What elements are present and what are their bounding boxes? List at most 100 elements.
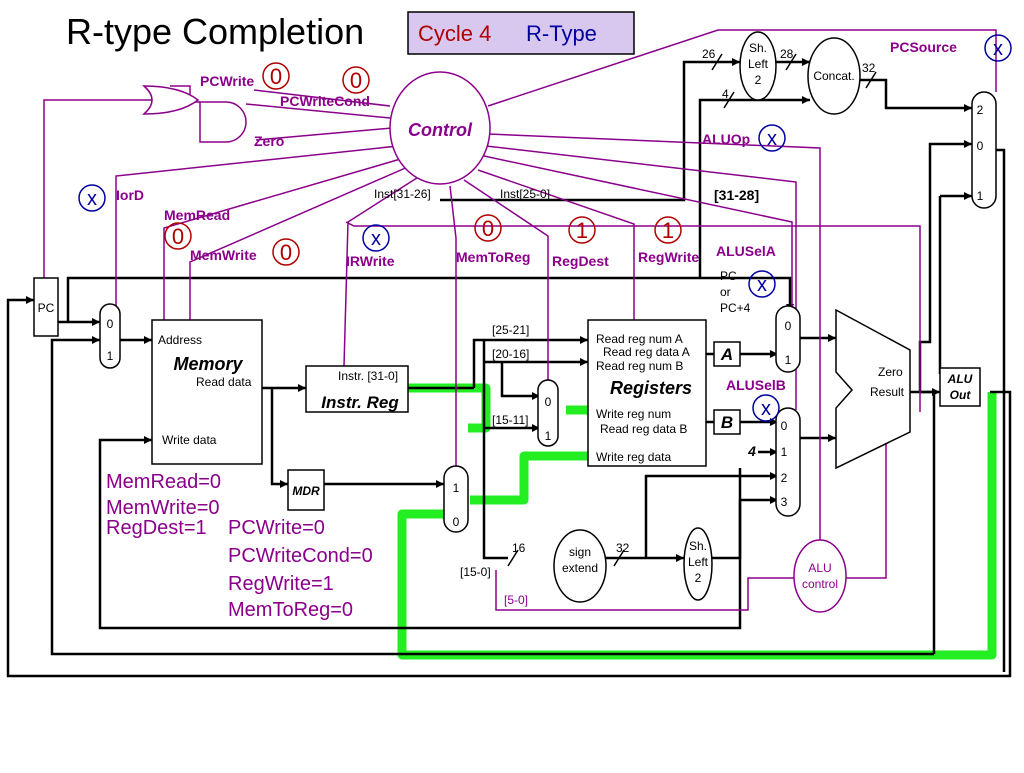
alusela-mux-in1: 1 (785, 353, 792, 367)
summary-memtoreg: MemToReg=0 (228, 599, 353, 621)
regdest-signal: RegDest (552, 253, 609, 269)
memory-read-data-label: Read data (196, 375, 252, 389)
regdest-value: 1 (576, 218, 588, 243)
reg-a-block (713, 341, 741, 367)
inst-5-0-label: [5-0] (504, 593, 528, 607)
pcwritecond-value: 0 (350, 68, 362, 93)
memwrite-signal: MemWrite (190, 247, 257, 263)
alusela-mux-in0: 0 (785, 319, 792, 333)
read-reg-data-b-label: Read reg data B (600, 422, 687, 436)
memory-address-label: Address (158, 333, 202, 347)
memory-block (151, 319, 263, 465)
width-32-top: 32 (862, 61, 876, 75)
memtoreg-mux-in0: 0 (453, 515, 460, 529)
read-reg-num-a-label: Read reg num A (596, 332, 683, 346)
value-circles (78, 34, 1012, 422)
summary-memwrite: MemWrite=0 (106, 497, 220, 519)
pcwritecond-signal: PCWriteCond (280, 93, 370, 109)
regwrite-signal: RegWrite (638, 249, 699, 265)
summary-pcwrite: PCWrite=0 (228, 517, 325, 539)
concat-label: Concat. (813, 69, 854, 83)
summary-memread: MemRead=0 (106, 471, 221, 493)
pcsource-value: x (993, 38, 1003, 60)
iord-signal: IorD (116, 187, 144, 203)
alu-zero-label: Zero (878, 365, 903, 379)
pcsource-mux-in1: 1 (977, 189, 984, 203)
reg-b-block (713, 409, 741, 435)
iord-value: x (87, 188, 97, 210)
aluop-signal: ALUOp (702, 131, 750, 147)
const-four-label: 4 (747, 443, 756, 459)
and-gate (199, 101, 247, 143)
memread-value: 0 (172, 224, 184, 249)
summary-pcwritecond: PCWriteCond=0 (228, 545, 373, 567)
aluselb-mux-in3: 3 (781, 495, 788, 509)
registers-title: Registers (610, 378, 692, 398)
inst-15-0-label: [15-0] (460, 565, 491, 579)
pc-label: PC (38, 301, 55, 315)
memwrite-value: 0 (280, 240, 292, 265)
aluselb-value: x (761, 398, 771, 420)
write-reg-data-label: Write reg data (596, 450, 671, 464)
write-reg-num-label: Write reg num (596, 407, 671, 421)
pc-or-label-2: or (720, 285, 731, 299)
sign-extend-label-1: sign (569, 545, 591, 559)
alusela-value: x (757, 274, 767, 296)
pcsource-mux (971, 91, 997, 209)
instr-reg-block (305, 365, 409, 413)
or-gate (142, 85, 200, 115)
alu-out-label-1: ALU (947, 372, 973, 386)
alusela-mux (775, 305, 801, 373)
inst-31-26-label: Inst[31-26] (374, 187, 431, 201)
shift-left-top (739, 31, 777, 101)
irwrite-value: x (371, 228, 381, 250)
control-label: Control (408, 120, 473, 140)
pcsource-signal: PCSource (890, 39, 957, 55)
cycle-box (407, 11, 635, 55)
memory-write-data-label: Write data (162, 433, 217, 447)
summary-regdest: RegDest=1 (106, 517, 207, 539)
cycle-type: R-Type (526, 21, 597, 46)
read-reg-data-a-label: Read reg data A (603, 345, 690, 359)
pc-register (33, 277, 59, 337)
inst-25-0-label: Inst[25-0] (500, 187, 550, 201)
alu-out-block (939, 367, 981, 407)
pcsource-mux-in2: 2 (977, 103, 984, 117)
width-28: 28 (780, 47, 794, 61)
memtoreg-mux (443, 465, 469, 533)
memread-signal: MemRead (164, 207, 230, 223)
aluop-value: x (767, 128, 777, 150)
memory-title: Memory (173, 354, 243, 374)
alu-control-label-1: ALU (808, 561, 831, 575)
pcsource-mux-in0: 0 (977, 139, 984, 153)
inst-15-11-label: [15-11] (492, 413, 528, 427)
aluselb-mux-in0: 0 (781, 419, 788, 433)
iord-mux-in0: 0 (107, 317, 114, 331)
width-26: 26 (702, 47, 716, 61)
inst-25-21-label: [25-21] (492, 323, 529, 337)
pc-or-label-3: PC+4 (720, 301, 751, 315)
shift-bottom-label-2: Left (688, 555, 709, 569)
alu-result-label: Result (870, 385, 905, 399)
alu-control-block (793, 539, 847, 613)
register-file (587, 319, 707, 467)
alu-control-label-2: control (802, 577, 838, 591)
sign-extend-block (553, 529, 607, 603)
pc-or-label-1: PC (720, 269, 737, 283)
arrowheads (26, 58, 972, 562)
shift-bottom-label-3: 2 (695, 571, 702, 585)
aluselb-mux-in2: 2 (781, 471, 788, 485)
shift-top-label-1: Sh. (749, 41, 767, 55)
width-32-bottom: 32 (616, 541, 630, 555)
instr-reg-title: Instr. Reg (321, 393, 399, 412)
memtoreg-value: 0 (482, 216, 494, 241)
aluselb-mux (775, 407, 801, 517)
cycle-number: Cycle 4 (418, 21, 491, 46)
pcwrite-signal: PCWrite (200, 73, 254, 89)
inst-31-28-label: [31-28] (714, 187, 759, 203)
regdest-mux-in1: 1 (545, 429, 552, 443)
width-ticks (507, 53, 877, 567)
reg-a-label: A (720, 345, 733, 364)
iord-mux-in1: 1 (107, 349, 114, 363)
